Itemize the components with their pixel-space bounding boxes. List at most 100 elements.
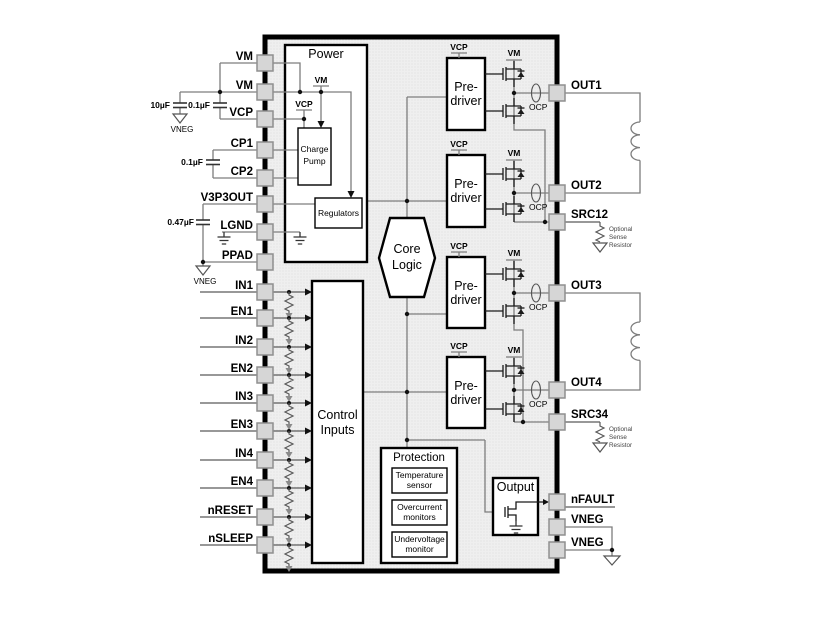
vm-vcp-cap-value: 0.1µF xyxy=(188,100,210,110)
fault-output-fet xyxy=(504,499,549,534)
pin-en3 xyxy=(256,422,274,440)
predriver-4-vcp-label: VCP xyxy=(450,341,468,351)
power-vcp-net-label: VCP xyxy=(295,99,313,109)
svg-text:OUT4: OUT4 xyxy=(571,377,602,389)
bulk-capacitor-icon xyxy=(172,102,188,109)
svg-text:sensor: sensor xyxy=(407,480,433,490)
svg-text:driver: driver xyxy=(450,393,481,407)
right-external-wiring: Optional Sense Resistor Optional Sense R… xyxy=(565,92,641,566)
predriver-2-block: Pre- driver VCP xyxy=(445,139,487,229)
svg-text:monitor: monitor xyxy=(405,544,434,554)
v3p3-capacitor-icon xyxy=(195,219,211,226)
pin-en2 xyxy=(256,366,274,384)
half-bridge-3: VM OCP xyxy=(484,248,549,422)
svg-text:OUT1: OUT1 xyxy=(571,80,602,92)
pin-v3p3out xyxy=(256,195,274,213)
vm-vcp-capacitor-icon xyxy=(212,102,228,109)
svg-text:Pre-: Pre- xyxy=(454,279,478,293)
svg-text:VM: VM xyxy=(236,80,253,92)
charge-pump-block: Charge Pump xyxy=(297,127,332,186)
bulk-cap-vneg-label: VNEG xyxy=(171,125,194,134)
svg-text:Undervoltage: Undervoltage xyxy=(394,534,445,544)
svg-text:nFAULT: nFAULT xyxy=(571,494,614,506)
power-vm-net-label: VM xyxy=(315,75,328,85)
predriver-3-block: Pre- driver VCP xyxy=(445,241,487,330)
svg-text:CP2: CP2 xyxy=(231,166,253,178)
pin-src34 xyxy=(548,413,566,431)
bridge-1-ocp-sense-icon xyxy=(530,83,542,103)
bulk-cap-value: 10µF xyxy=(150,100,170,110)
svg-text:CP1: CP1 xyxy=(231,138,254,150)
control-inputs-block: Control Inputs xyxy=(310,279,365,565)
pin-in1 xyxy=(256,283,274,301)
svg-text:Resistor: Resistor xyxy=(609,442,632,449)
pin-cp1 xyxy=(256,141,274,159)
predriver-3-vcp-label: VCP xyxy=(450,241,468,251)
pin-out1 xyxy=(548,84,566,102)
svg-text:Pre-: Pre- xyxy=(454,177,478,191)
pin-vneg-b xyxy=(548,541,566,559)
svg-text:Protection: Protection xyxy=(393,452,445,464)
pin-cp2 xyxy=(256,169,274,187)
predriver-2-vcp-label: VCP xyxy=(450,139,468,149)
svg-text:driver: driver xyxy=(450,94,481,108)
svg-text:Sense: Sense xyxy=(609,234,627,241)
predriver-1-block: Pre- driver VCP xyxy=(445,42,487,132)
svg-text:Inputs: Inputs xyxy=(320,423,354,437)
svg-text:VNEG: VNEG xyxy=(571,537,604,549)
svg-text:VCP: VCP xyxy=(229,107,253,119)
src34-sense-note: Optional xyxy=(609,426,632,433)
svg-text:EN4: EN4 xyxy=(231,476,254,488)
ppad-vneg-arrow-icon xyxy=(195,265,211,276)
svg-text:IN3: IN3 xyxy=(235,391,253,403)
svg-text:nSLEEP: nSLEEP xyxy=(208,533,253,545)
src34-ground-arrow-icon xyxy=(592,442,608,453)
svg-text:Logic: Logic xyxy=(392,258,422,272)
half-bridge-4: VM OCP xyxy=(484,345,549,425)
undervoltage-monitor-block: Undervoltage monitor xyxy=(391,531,448,558)
charge-pump-cap-value: 0.1µF xyxy=(181,157,203,167)
pin-nreset xyxy=(256,508,274,526)
bridge-2-ocp-label: OCP xyxy=(529,202,548,212)
power-title: Power xyxy=(308,47,343,61)
pin-out3 xyxy=(548,284,566,302)
bridge-4-ocp-sense-icon xyxy=(530,380,542,400)
power-block: Power VM VCP Charge Pump Regulators xyxy=(273,43,369,264)
charge-pump-capacitor-icon xyxy=(205,159,221,166)
ppad-vneg-label: VNEG xyxy=(194,277,217,286)
left-pins: VM VM VCP CP1 CP2 V3P3OUT LGND PPAD IN1 … xyxy=(201,51,274,554)
src12-sense-note: Optional xyxy=(609,226,632,233)
svg-text:EN1: EN1 xyxy=(231,306,254,318)
svg-text:Pump: Pump xyxy=(303,156,325,166)
bridge-1-vm-label: VM xyxy=(508,48,521,58)
pin-vm-a xyxy=(256,54,274,72)
pin-en4 xyxy=(256,479,274,497)
protection-block: Protection Temperature sensor Overcurren… xyxy=(379,446,459,565)
bridge-1-ocp-label: OCP xyxy=(529,102,548,112)
svg-text:IN1: IN1 xyxy=(235,280,254,292)
pin-vm-b xyxy=(256,83,274,101)
svg-text:nRESET: nRESET xyxy=(208,505,253,517)
predriver-4-block: Pre- driver VCP xyxy=(445,341,487,430)
svg-text:Sense: Sense xyxy=(609,434,627,441)
pin-lgnd xyxy=(256,223,274,241)
svg-text:EN2: EN2 xyxy=(231,363,253,375)
overcurrent-monitors-block: Overcurrent monitors xyxy=(391,499,448,526)
svg-text:VNEG: VNEG xyxy=(571,514,604,526)
left-external-wiring: 10µF 0.1µF VNEG 0.1µF 0.47µF VNEG xyxy=(150,62,257,546)
pin-vcp xyxy=(256,110,274,128)
bulk-cap-vneg-arrow-icon xyxy=(172,113,188,124)
pin-out2 xyxy=(548,184,566,202)
vneg-ground-icon xyxy=(602,555,622,566)
svg-text:SRC34: SRC34 xyxy=(571,409,609,421)
bridge-3-ocp-label: OCP xyxy=(529,302,548,312)
bridge-4-ocp-label: OCP xyxy=(529,399,548,409)
svg-text:V3P3OUT: V3P3OUT xyxy=(201,192,253,204)
svg-text:Charge: Charge xyxy=(301,144,329,154)
svg-text:OUT3: OUT3 xyxy=(571,280,602,292)
svg-text:PPAD: PPAD xyxy=(222,250,253,262)
bridge-3-ocp-sense-icon xyxy=(530,283,542,303)
svg-text:Core: Core xyxy=(393,242,420,256)
lgnd-ground-icon xyxy=(216,231,232,245)
